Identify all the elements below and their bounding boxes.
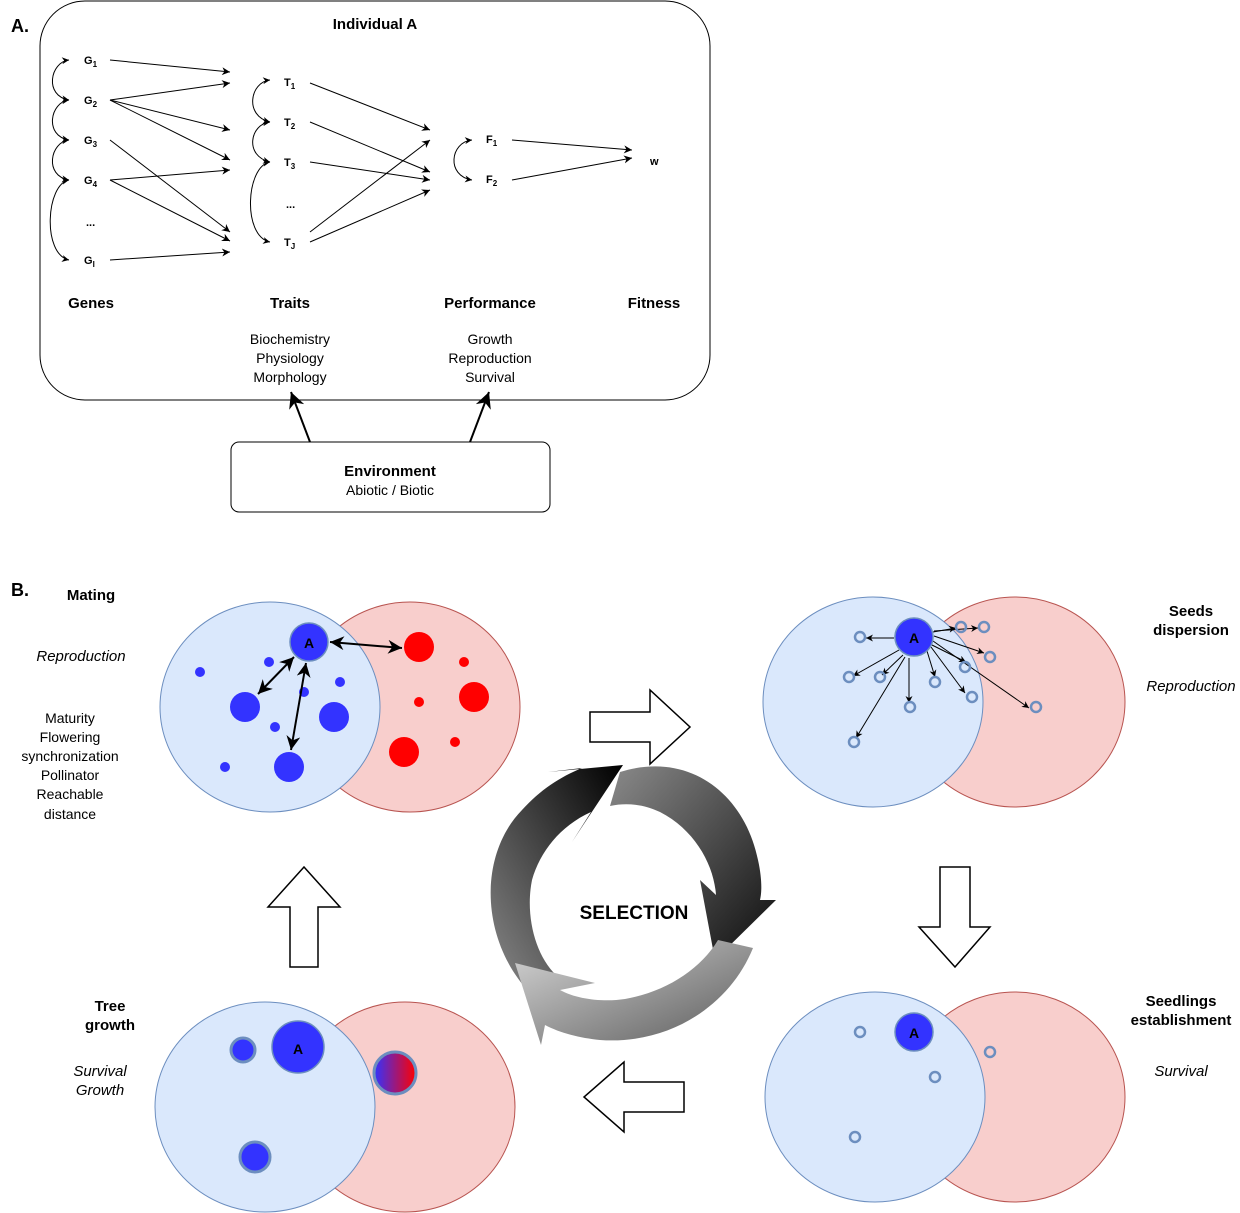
individual-a-label: A (293, 1041, 303, 1057)
trait-node-ellipsis: ... (286, 199, 295, 211)
interaction-curves (49, 57, 473, 262)
trait-performance-arrows (309, 82, 431, 243)
seedlings-stage: Seedlings establishment Survival A (764, 991, 1232, 1203)
mating-arrows (257, 636, 403, 751)
trees (229, 1036, 272, 1174)
cycle-arrow-2 (610, 766, 776, 960)
performance-desc: Growth (467, 331, 512, 347)
mating-factor: distance (44, 806, 96, 822)
gene-node: G4 (84, 175, 98, 189)
traits-header: Traits (270, 295, 310, 312)
arrow-right (589, 688, 692, 766)
environment-box (230, 441, 551, 513)
tree-title: growth (85, 1017, 135, 1034)
individual-a (894, 1012, 934, 1052)
individual-title: Individual A (333, 16, 418, 33)
individual-box (39, 0, 711, 401)
selection-cycle: SELECTION (490, 765, 776, 1045)
mating-factor: synchronization (21, 748, 118, 764)
mating-stage: Mating Reproduction Maturity Flowering s… (21, 587, 521, 822)
genes-header: Genes (68, 295, 114, 312)
gene-node: G3 (84, 135, 98, 149)
panel-a-label: A. (11, 16, 29, 36)
seedlings-title: establishment (1131, 1012, 1232, 1029)
population-blue (764, 991, 986, 1203)
individual-a (894, 617, 934, 657)
dispersal-arrows (852, 624, 1030, 739)
population-blue (762, 596, 984, 808)
cycle-arrow-3 (515, 940, 753, 1045)
seeds-title: dispersion (1153, 622, 1229, 639)
seeds-subtitle: Reproduction (1146, 678, 1235, 695)
gene-node: G2 (84, 95, 98, 109)
trait-node: T1 (284, 77, 296, 91)
panel-b: B. Mating Reproduction Maturity Flowerin… (11, 580, 1236, 1213)
fitness-node: w (649, 156, 659, 168)
gene-node: GI (84, 255, 95, 269)
seedlings (848, 1025, 997, 1144)
mating-factor: Pollinator (41, 767, 100, 783)
seeds (842, 620, 1043, 749)
population-blue (154, 1001, 376, 1213)
seedlings-subtitle: Survival (1154, 1063, 1208, 1080)
seeds-title: Seeds (1169, 603, 1213, 620)
panel-b-label: B. (11, 580, 29, 600)
trait-node: T3 (284, 157, 296, 171)
environment-title: Environment (344, 463, 436, 480)
seedlings-title: Seedlings (1146, 993, 1217, 1010)
gene-node: G1 (84, 55, 98, 69)
seeds-stage: Seeds dispersion Reproduction A (762, 596, 1236, 808)
individual-a (271, 1020, 325, 1074)
traits-desc: Biochemistry (250, 331, 330, 347)
gene-trait-arrows (109, 59, 231, 261)
red-individuals (389, 632, 489, 767)
performance-header: Performance (444, 295, 536, 312)
population-blue (159, 601, 381, 813)
fitness-header: Fitness (628, 295, 681, 312)
arrow-down (917, 866, 992, 969)
hybrid-tree (372, 1050, 418, 1096)
selection-label: SELECTION (580, 903, 689, 924)
traits-desc: Physiology (256, 350, 324, 366)
tree-title: Tree (95, 998, 126, 1015)
tree-subtitle: Survival (73, 1063, 127, 1080)
performance-desc: Reproduction (448, 350, 531, 366)
performance-nodes: F1 F2 (486, 134, 498, 188)
individual-a-label: A (909, 1025, 919, 1041)
arrow-left (582, 1060, 685, 1134)
mating-factor: Flowering (40, 729, 101, 745)
mating-title: Mating (67, 587, 115, 604)
performance-node: F1 (486, 134, 498, 148)
tree-subtitle: Growth (76, 1082, 124, 1099)
mating-factor: Reachable (37, 786, 104, 802)
cycle-arrow-1 (490, 765, 623, 993)
performance-fitness-arrows (511, 139, 633, 181)
trait-nodes: T1 T2 T3 ... TJ (284, 77, 296, 251)
env-to-performance-arrow (469, 391, 491, 443)
stage-arrows (266, 688, 992, 1134)
individual-a-label: A (909, 630, 919, 646)
gene-node-ellipsis: ... (86, 217, 95, 229)
panel-a: A. Individual A G1 G2 G3 G4 ... GI T1 T2… (11, 0, 711, 513)
env-to-traits-arrow (289, 391, 311, 443)
traits-desc: Morphology (253, 369, 326, 385)
mating-factor: Maturity (45, 710, 95, 726)
environment-subtitle: Abiotic / Biotic (346, 482, 434, 498)
trait-node: T2 (284, 117, 296, 131)
gene-nodes: G1 G2 G3 G4 ... GI (84, 55, 98, 269)
mating-subtitle: Reproduction (36, 648, 125, 665)
performance-node: F2 (486, 174, 498, 188)
tree-stage: Tree growth Survival Growth A (73, 998, 516, 1213)
individual-a-label: A (304, 635, 314, 651)
performance-desc: Survival (465, 369, 515, 385)
trait-node: TJ (284, 237, 295, 251)
arrow-up (266, 865, 342, 968)
